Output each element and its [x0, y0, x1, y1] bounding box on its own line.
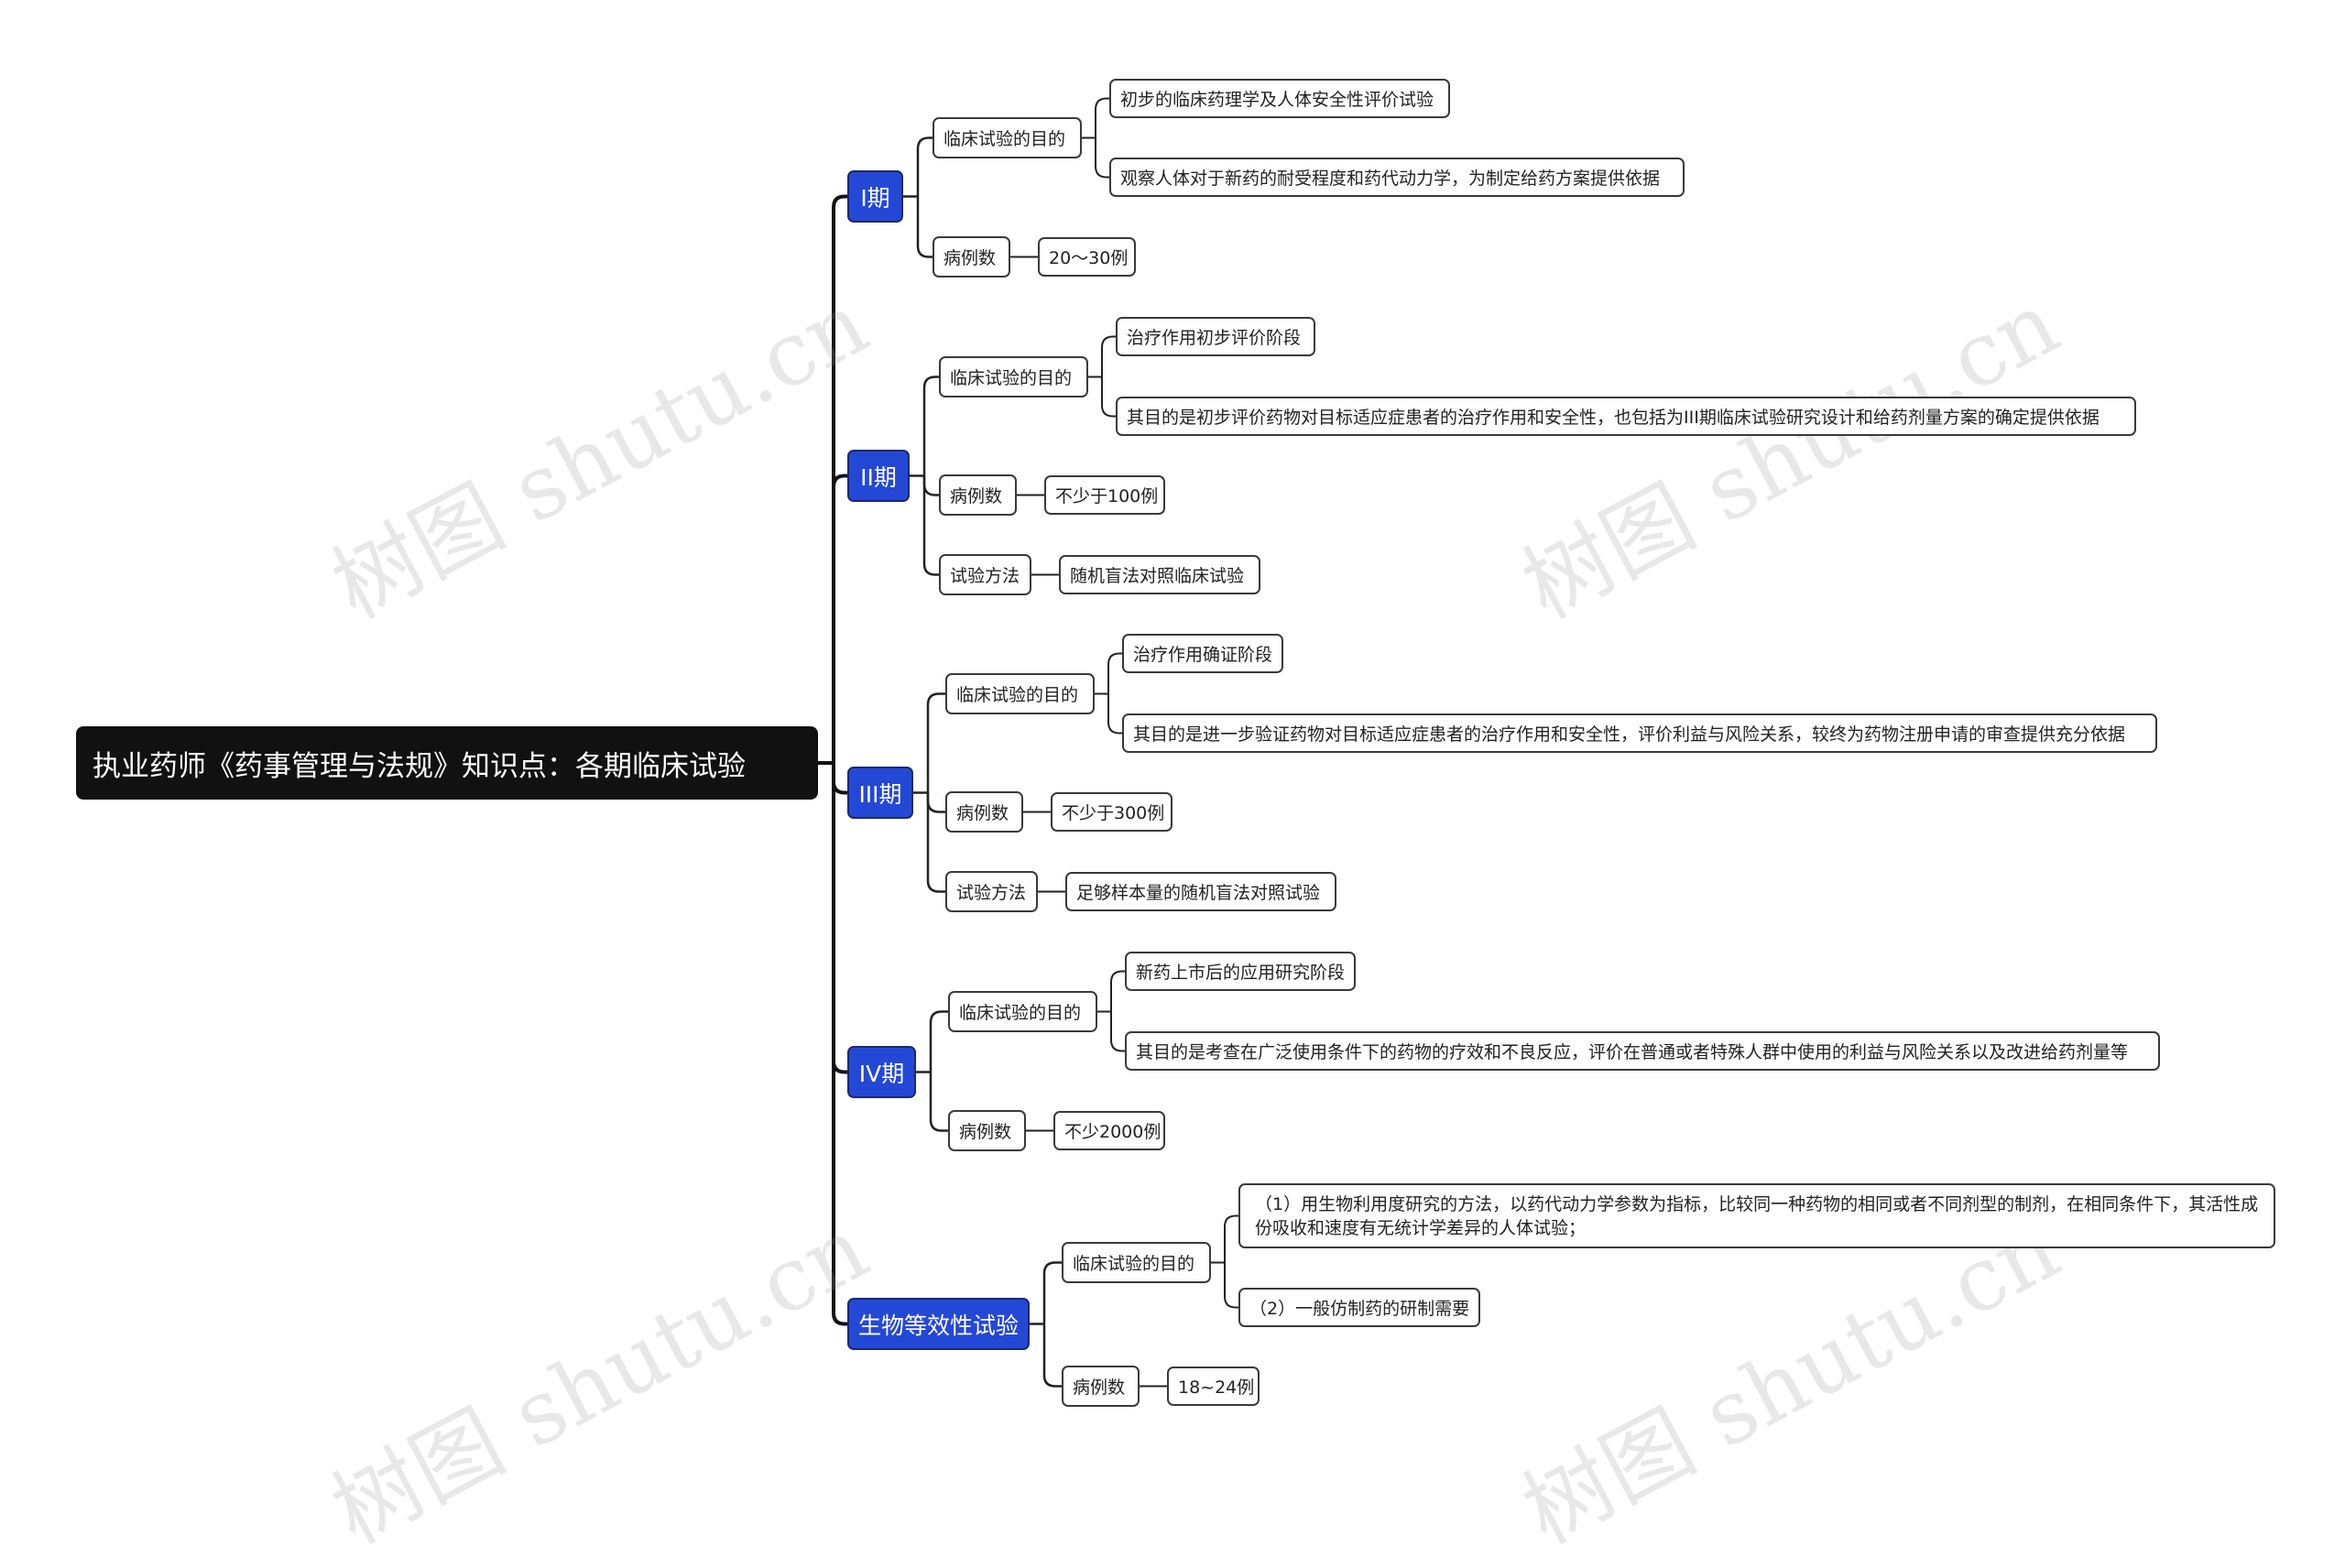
- phase-3-node[interactable]: III期: [847, 767, 913, 819]
- root-topic[interactable]: 执业药师《药事管理与法规》知识点：各期临床试验: [76, 726, 818, 800]
- connector: [926, 792, 945, 813]
- connector: [1110, 1011, 1125, 1052]
- bioequivalence-purpose-node[interactable]: 临床试验的目的: [1062, 1242, 1211, 1283]
- bioequivalence-cases-item[interactable]: 18~24例: [1167, 1367, 1260, 1406]
- phase-1-purpose-node[interactable]: 临床试验的目的: [933, 117, 1082, 158]
- phase-1-cases-item[interactable]: 20～30例: [1038, 237, 1136, 277]
- connector: [926, 692, 945, 793]
- connector: [926, 792, 945, 893]
- connector: [832, 763, 847, 1074]
- bioequivalence-node[interactable]: 生物等效性试验: [847, 1298, 1030, 1350]
- phase-4-node[interactable]: IV期: [847, 1046, 916, 1098]
- connector: [929, 1010, 948, 1073]
- connector: [1095, 97, 1109, 138]
- phase-3-purpose-item[interactable]: 其目的是进一步验证药物对目标适应症患者的治疗作用和安全性，评价利益与风险关系，较…: [1122, 713, 2157, 753]
- connector: [1095, 137, 1109, 179]
- phase-2-purpose-item[interactable]: 其目的是初步评价药物对目标适应症患者的治疗作用和安全性，也包括为III期临床试验…: [1116, 397, 2136, 436]
- connector: [916, 136, 933, 197]
- bioequivalence-purpose-item[interactable]: （1）用生物利用度研究的方法，以药代动力学参数为指标，比较同一种药物的相同或者不…: [1238, 1183, 2275, 1248]
- phase-3-cases-item[interactable]: 不少于300例: [1051, 792, 1172, 832]
- connector: [1101, 376, 1116, 418]
- connector: [922, 376, 939, 476]
- phase-1-cases-node[interactable]: 病例数: [933, 236, 1010, 278]
- phase-3-purpose-item[interactable]: 治疗作用确证阶段: [1122, 634, 1283, 673]
- connector: [832, 194, 847, 763]
- phase-4-purpose-item[interactable]: 其目的是考查在广泛使用条件下的药物的疗效和不良反应，评价在普通或者特殊人群中使用…: [1125, 1031, 2160, 1071]
- phase-4-purpose-item[interactable]: 新药上市后的应用研究阶段: [1125, 952, 1356, 991]
- connector: [1107, 693, 1122, 735]
- connector: [929, 1072, 948, 1132]
- bioequivalence-cases-node[interactable]: 病例数: [1062, 1366, 1140, 1407]
- connector: [1107, 652, 1122, 694]
- phase-4-cases-item[interactable]: 不少2000例: [1053, 1111, 1165, 1150]
- connector: [922, 475, 939, 496]
- phase-2-method-item[interactable]: 随机盲法对照临床试验: [1059, 555, 1260, 594]
- connector: [1224, 1214, 1238, 1263]
- connector: [832, 474, 847, 763]
- phase-3-method-node[interactable]: 试验方法: [945, 871, 1038, 912]
- connector: [832, 763, 847, 1326]
- phase-2-purpose-node[interactable]: 临床试验的目的: [939, 356, 1088, 397]
- bioequivalence-purpose-item[interactable]: （2）一般仿制药的研制需要: [1238, 1288, 1480, 1327]
- phase-4-cases-node[interactable]: 病例数: [948, 1110, 1026, 1151]
- phase-2-node[interactable]: II期: [847, 450, 910, 502]
- connector: [1110, 970, 1125, 1012]
- phase-4-purpose-node[interactable]: 临床试验的目的: [948, 991, 1097, 1032]
- connector-lines: [818, 97, 1238, 1388]
- connector: [916, 196, 933, 258]
- phase-2-method-node[interactable]: 试验方法: [939, 554, 1031, 595]
- phase-1-purpose-item[interactable]: 初步的临床药理学及人体安全性评价试验: [1109, 79, 1450, 118]
- phase-2-purpose-item[interactable]: 治疗作用初步评价阶段: [1116, 317, 1315, 356]
- phase-3-cases-node[interactable]: 病例数: [945, 791, 1023, 833]
- phase-2-cases-item[interactable]: 不少于100例: [1044, 475, 1165, 515]
- connector: [922, 475, 939, 576]
- connector: [1042, 1261, 1062, 1324]
- connector: [1224, 1262, 1238, 1309]
- phase-3-method-item[interactable]: 足够样本量的随机盲法对照试验: [1065, 872, 1336, 911]
- mindmap-canvas: 树图 shutu.cn 树图 shutu.cn 树图 shutu.cn 树图 s…: [76, 79, 2275, 1563]
- connector: [1101, 335, 1116, 377]
- phase-3-purpose-node[interactable]: 临床试验的目的: [945, 673, 1095, 714]
- connector: [832, 763, 847, 795]
- phase-1-purpose-item[interactable]: 观察人体对于新药的耐受程度和药代动力学，为制定给药方案提供依据: [1109, 158, 1685, 197]
- connector: [1042, 1323, 1062, 1388]
- phase-2-cases-node[interactable]: 病例数: [939, 474, 1017, 516]
- phase-1-node[interactable]: I期: [847, 170, 903, 223]
